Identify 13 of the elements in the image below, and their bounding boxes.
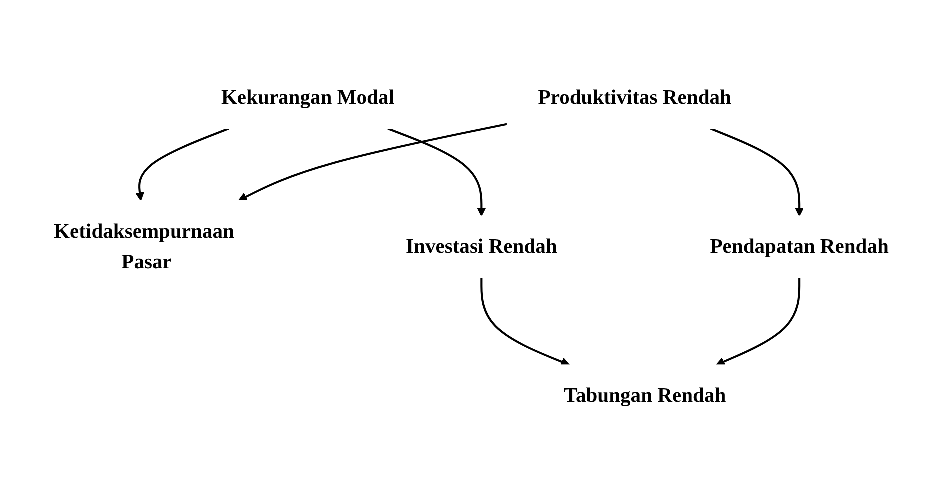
arrow: [716, 278, 801, 366]
node-text: Tabungan Rendah: [564, 384, 726, 408]
arrow: [238, 123, 508, 202]
node-text: Investasi Rendah: [406, 236, 558, 258]
node-text: Kekurangan Modal: [221, 86, 394, 110]
arrow: [710, 128, 804, 217]
arrow: [136, 128, 230, 202]
node-text: Ketidaksempurnaan Pasar: [54, 220, 234, 274]
node-text: Pendapatan Rendah: [710, 236, 889, 258]
diagram: Ketidaksempurnaan Pasar Kekurangan Modal Produktivitas Rendah Investasi Rendah Pendapatan Rendah Tabungan Rendah: [5, 58, 928, 436]
arrow: [480, 278, 570, 366]
arrow: [388, 128, 486, 217]
node-text: Produktivitas Rendah: [538, 86, 732, 110]
